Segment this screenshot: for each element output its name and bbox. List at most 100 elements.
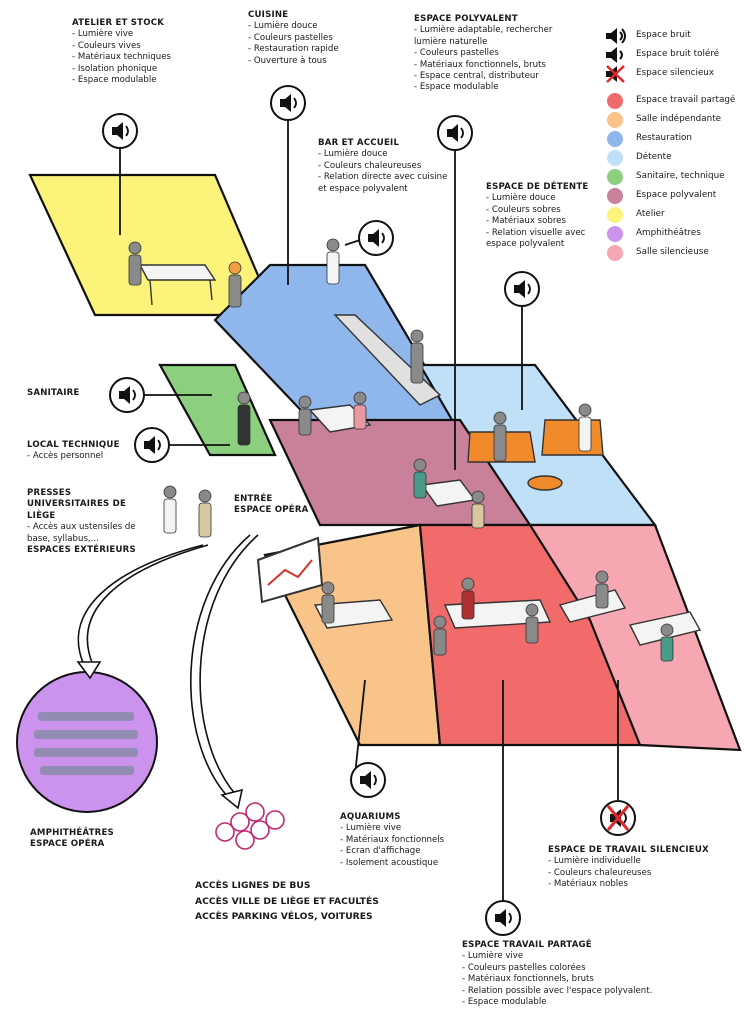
speaker-loud-icon [103,114,137,148]
legend-label: Amphithéâtres [636,228,701,238]
list-item: Matériaux nobles [548,879,738,890]
legend-swatch [607,226,623,242]
polyvalent-title: Espace polyvalent [414,14,579,25]
amphi-line2: Espace opéra [30,839,150,850]
list-item: Lumière adaptable, rechercher lumière na… [414,25,579,48]
legend-label: Sanitaire, technique [636,171,725,181]
atelier-list: Lumière vive Couleurs vives Matériaux te… [72,29,192,86]
legend-swatch [607,169,623,185]
local-list: Accès personnel [27,451,137,462]
list-item: Lumière douce [318,149,448,160]
legend-swatch [607,112,623,128]
list-item: Restauration rapide [248,44,378,55]
polyvalent-notes: Espace polyvalent Lumière adaptable, rec… [414,14,579,94]
legend-zone: Salle indépendante [604,110,744,129]
sanitaire-notes: Sanitaire [27,388,127,399]
speaker-loud-icon [271,86,305,120]
list-item: Lumière vive [340,823,470,834]
list-item: Isolement acoustique [340,858,470,869]
polyvalent-list: Lumière adaptable, rechercher lumière na… [414,25,579,93]
list-item: Espace modulable [72,75,192,86]
legend-zone: Atelier [604,205,744,224]
legend-swatch [607,207,623,223]
cuisine-title: Cuisine [248,10,378,21]
legend-swatch [607,188,623,204]
list-item: Matériaux sobres [486,216,606,227]
list-item: Matériaux fonctionnels, bruts [462,974,702,985]
legend-swatch [607,93,623,109]
legend-swatch [607,131,623,147]
list-item: Espace central, distributeur [414,71,579,82]
legend-zone: Restauration [604,129,744,148]
list-item: Relation visuelle avec espace polyvalent [486,228,606,251]
list-item: Relation directe avec cuisine et espace … [318,172,448,195]
sanitaire-title: Sanitaire [27,388,127,399]
silencieux-list: Lumière individuelle Couleurs chaleureus… [548,856,738,890]
legend-swatch [607,150,623,166]
entree-notes: Entrée Espace opéra [234,494,324,517]
legend-zone: Sanitaire, technique [604,167,744,186]
legend-label: Espace travail partagé [636,95,735,105]
list-item: Lumière vive [462,951,702,962]
legend-label: Espace polyvalent [636,190,716,200]
presses-title: Presses universitaires de Liège [27,488,147,522]
legend-label: Espace bruit [636,30,691,40]
access-line: Accès parking vélos, voitures [195,909,379,925]
entree-line2: Espace opéra [234,505,324,516]
detente-list: Lumière douce Couleurs sobres Matériaux … [486,193,606,250]
list-item: Isolation phonique [72,64,192,75]
legend-zone: Salle silencieuse [604,243,744,262]
list-item: Lumière individuelle [548,856,738,867]
partage-title: Espace travail partagé [462,940,702,951]
speaker-loud-icon [359,221,393,255]
entree-line1: Entrée [234,494,324,505]
zone-sanitaire [160,365,275,455]
amphi-notes: Amphithéâtres Espace opéra [30,828,150,851]
list-item: Espace modulable [462,997,702,1008]
list-item: Lumière douce [486,193,606,204]
bar-title: Bar et accueil [318,138,448,149]
list-item: Lumière vive [72,29,192,40]
bicycles [216,803,284,849]
legend-zone: Amphithéâtres [604,224,744,243]
cuisine-notes: Cuisine Lumière douce Couleurs pastelles… [248,10,378,67]
atelier-title: Atelier et stock [72,18,192,29]
detente-title: Espace de détente [486,182,606,193]
legend-label: Salle silencieuse [636,247,709,257]
list-item: Couleurs sobres [486,205,606,216]
list-item: Matériaux techniques [72,52,192,63]
speaker-soft-icon [505,272,539,306]
list-item: Couleurs vives [72,41,192,52]
list-item: Couleurs pastelles colorées [462,963,702,974]
presses-notes: Presses universitaires de Liège Accès au… [27,488,147,556]
list-item: Couleurs chaleureuses [548,868,738,879]
detente-notes: Espace de détente Lumière douce Couleurs… [486,182,606,250]
list-item: Couleurs pastelles [414,48,579,59]
bar-notes: Bar et accueil Lumière douce Couleurs ch… [318,138,448,195]
list-item: Couleurs chaleureuses [318,161,448,172]
aquariums-list: Lumière vive Matériaux fonctionnels Ecra… [340,823,470,869]
presses-list: Accès aux ustensiles de base, syllabus,.… [27,522,147,545]
speaker-soft-icon [486,901,520,935]
partage-list: Lumière vive Couleurs pastelles colorées… [462,951,702,1008]
cuisine-list: Lumière douce Couleurs pastelles Restaur… [248,21,378,67]
legend-label: Espace silencieux [636,68,714,78]
silencieux-title: Espace de travail silencieux [548,845,738,856]
list-item: Couleurs pastelles [248,33,378,44]
legend-label: Espace bruit toléré [636,49,719,59]
local-notes: Local technique Accès personnel [27,440,137,463]
speaker-muted-icon [601,801,635,835]
bar-list: Lumière douce Couleurs chaleureuses Rela… [318,149,448,195]
list-item: Ouverture à tous [248,56,378,67]
legend-loud: Espace bruit [604,26,744,45]
speaker-soft-icon [351,763,385,797]
legend: Espace bruit Espace bruit toléré Espace … [604,26,744,262]
list-item: Lumière douce [248,21,378,32]
legend-silent: Espace silencieux [604,64,744,83]
list-item: Ecran d'affichage [340,846,470,857]
partage-notes: Espace travail partagé Lumière vive Coul… [462,940,702,1008]
list-item: Espace modulable [414,82,579,93]
access-line: Accès lignes de bus [195,878,379,894]
speaker-loud-icon [135,428,169,462]
legend-tolerated: Espace bruit toléré [604,45,744,64]
